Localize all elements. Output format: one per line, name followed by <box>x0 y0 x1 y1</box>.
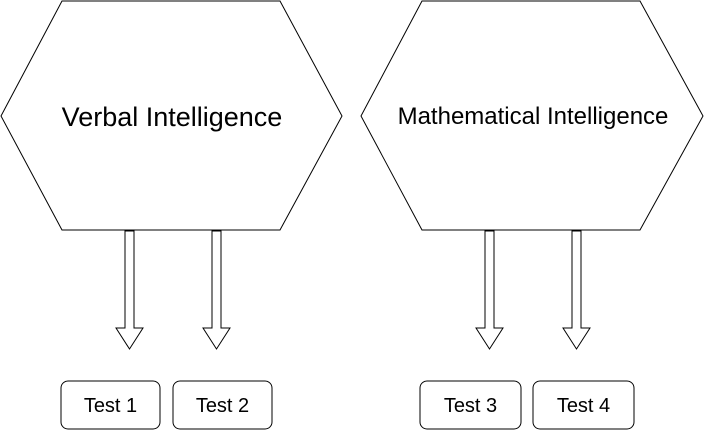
hexagon-mathematical-label: Mathematical Intelligence <box>398 103 669 130</box>
arrow-to-test-4 <box>562 230 591 350</box>
hexagon-verbal-intelligence: Verbal Intelligence <box>0 0 343 231</box>
arrow-to-test-2 <box>202 230 231 350</box>
arrow-to-test-3 <box>475 230 504 350</box>
arrow-to-test-1 <box>115 230 144 350</box>
test-box-1-label: Test 1 <box>84 395 137 417</box>
test-box-2-label: Test 2 <box>196 395 249 417</box>
test-box-4: Test 4 <box>532 380 635 430</box>
hexagon-verbal-shape <box>0 0 343 231</box>
test-box-2: Test 2 <box>172 380 273 430</box>
test-box-3: Test 3 <box>419 380 522 430</box>
test-box-4-label: Test 4 <box>557 395 610 417</box>
test-box-1: Test 1 <box>60 380 161 430</box>
test-box-3-label: Test 3 <box>444 395 497 417</box>
hexagon-mathematical-shape <box>360 0 704 231</box>
hexagon-verbal-label: Verbal Intelligence <box>62 102 283 132</box>
hexagon-mathematical-intelligence: Mathematical Intelligence <box>360 0 704 231</box>
